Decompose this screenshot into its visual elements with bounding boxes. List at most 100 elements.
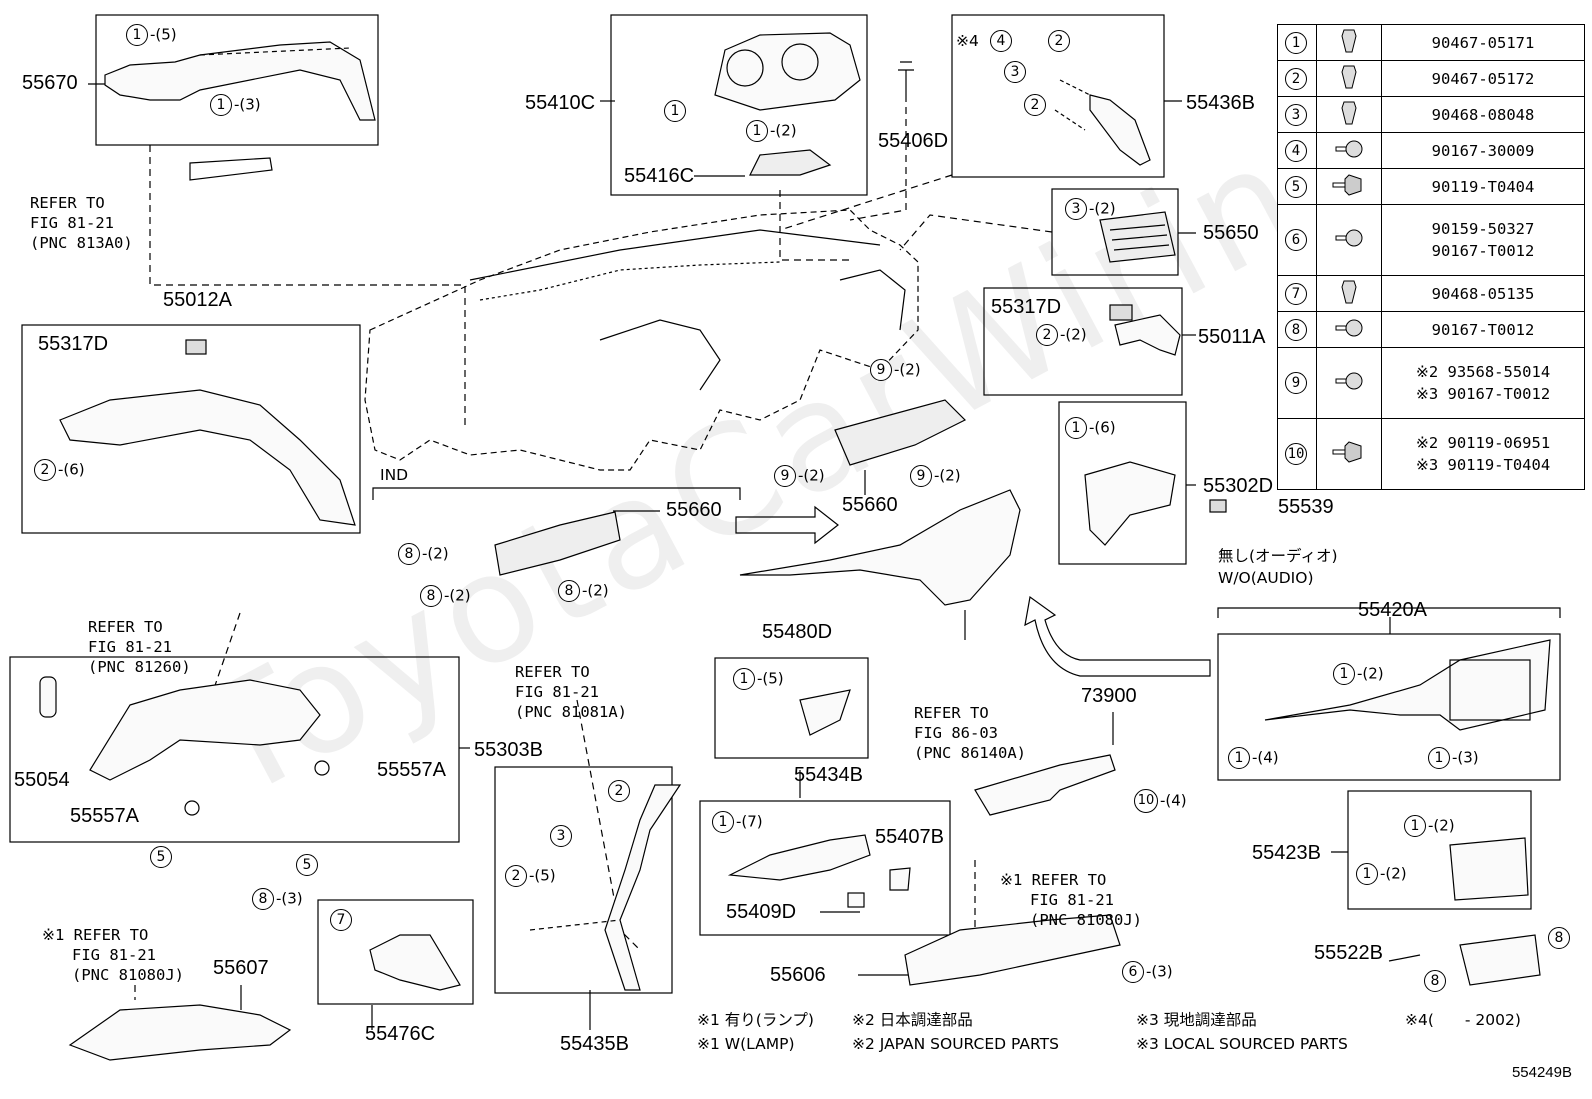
clip-icon — [1334, 98, 1364, 132]
audio-note: 無し(オーディオ)W/O(AUDIO) — [1218, 547, 1338, 587]
note-lamp-en: ※1 W(LAMP) — [697, 1035, 795, 1053]
ref-number: 8 — [1285, 318, 1307, 341]
callout-9-2-b: 9-(2) — [774, 465, 825, 487]
label-55480D: 55480D — [762, 621, 833, 643]
note-local-en: ※3 LOCAL SOURCED PARTS — [1136, 1035, 1348, 1053]
callout-2-c: 2 — [608, 780, 632, 802]
part-number: 90159-50327 — [1431, 220, 1535, 238]
label-55410C: 55410C — [525, 92, 596, 114]
parts-table-row: 8 90167-T0012 — [1277, 311, 1585, 348]
ref-number: 9 — [1285, 372, 1307, 394]
label-55409D: 55409D — [726, 901, 797, 923]
label-55557A-right: 55557A — [377, 759, 446, 781]
callout-1-6: 1-(6) — [1065, 417, 1116, 439]
parts-table-row: 6 90159-50327 90167-T0012 — [1277, 204, 1585, 276]
note-lamp-jp: ※1 有り(ランプ) — [697, 1011, 814, 1029]
callout-3-2: 3-(2) — [1065, 198, 1116, 220]
part-number: 90467-05172 — [1431, 69, 1535, 88]
ref-number: 6 — [1285, 229, 1307, 251]
callout-8-a: 8 — [1548, 927, 1572, 949]
callout-5-a: 5 — [150, 846, 174, 868]
ref-number: 1 — [1285, 31, 1307, 54]
callout-8-2-b: 8-(2) — [420, 585, 471, 607]
callout-9-2-c: 9-(2) — [910, 465, 961, 487]
label-55522B: 55522B — [1314, 942, 1383, 964]
callout-8-2-a: 8-(2) — [398, 543, 449, 565]
label-55407B: 55407B — [875, 826, 944, 848]
label-55423B: 55423B — [1252, 842, 1321, 864]
part-number: 90167-T0012 — [1431, 242, 1535, 260]
callout-2-5: 2-(5) — [505, 865, 556, 887]
ref-number: 2 — [1285, 67, 1307, 90]
clip-icon — [1334, 277, 1364, 311]
bolt-icon — [1331, 171, 1367, 203]
label-55302D: 55302D — [1203, 475, 1274, 497]
screw-icon — [1332, 136, 1366, 166]
label-55435B: 55435B — [560, 1033, 629, 1055]
part-number: ※3 90119-T0404 — [1415, 456, 1551, 474]
callout-1-2-b: 1-(2) — [1333, 663, 1384, 685]
label-55317D-left: 55317D — [38, 333, 109, 355]
label-55303B: 55303B — [474, 739, 543, 761]
label-55660-left: 55660 — [666, 499, 722, 521]
label-55476C: 55476C — [365, 1023, 436, 1045]
callout-3-b: 3 — [550, 825, 574, 847]
callout-1-4: 1-(4) — [1228, 747, 1279, 769]
parts-table: 1 90467-05171 2 90467-05172 3 90468-08048 4 901… — [1277, 24, 1585, 490]
parts-table-row: 3 90468-08048 — [1277, 96, 1585, 133]
label-55539: 55539 — [1278, 496, 1334, 518]
label-55054: 55054 — [14, 769, 70, 791]
parts-table-row: 2 90467-05172 — [1277, 60, 1585, 97]
part-number: 90468-05135 — [1431, 284, 1535, 303]
callout-3-a: 3 — [1004, 61, 1028, 83]
label-55012A: 55012A — [163, 289, 232, 311]
screw-icon — [1332, 368, 1366, 398]
label-73900: 73900 — [1081, 685, 1137, 707]
screw-icon — [1332, 225, 1366, 255]
parts-table-row: 10※2 90119-06951※3 90119-T0404 — [1277, 418, 1585, 490]
clip-icon — [1334, 26, 1364, 60]
part-number: 90167-T0012 — [1431, 320, 1535, 339]
callout-2-2: 2-(2) — [1036, 324, 1087, 346]
ref-number: 3 — [1285, 103, 1307, 126]
ref-number: 7 — [1285, 282, 1307, 305]
callout-1-3-b: 1-(3) — [1428, 747, 1479, 769]
part-number: 90468-08048 — [1431, 105, 1535, 124]
label-55317D-right: 55317D — [991, 296, 1062, 318]
note-star4: ※4 — [956, 32, 979, 50]
part-number: 90467-05171 — [1431, 33, 1535, 52]
label-55011A: 55011A — [1198, 326, 1266, 348]
callout-6-3: 6-(3) — [1122, 961, 1173, 983]
ref-number: 5 — [1285, 175, 1307, 198]
callout-8-2-c: 8-(2) — [558, 580, 609, 602]
note-japan-en: ※2 JAPAN SOURCED PARTS — [852, 1035, 1059, 1053]
note-japan-jp: ※2 日本調達部品 — [852, 1011, 973, 1029]
label-55660-right: 55660 — [842, 494, 898, 516]
parts-table-row: 7 90468-05135 — [1277, 275, 1585, 312]
bolt-icon — [1331, 438, 1367, 470]
callout-5-b: 5 — [296, 854, 320, 876]
callout-8-3: 8-(3) — [252, 888, 303, 910]
clip-icon — [1334, 62, 1364, 96]
callout-1-2-c: 1-(2) — [1404, 815, 1455, 837]
label-ind: IND — [380, 466, 409, 484]
ref-number: 4 — [1285, 139, 1307, 162]
note-2002: ※4( - 2002) — [1405, 1011, 1521, 1029]
callout-1-5-b: 1-(5) — [733, 668, 784, 690]
part-number: ※3 90167-T0012 — [1415, 385, 1551, 403]
label-55436B: 55436B — [1186, 92, 1255, 114]
callout-2-b: 2 — [1024, 94, 1048, 116]
callout-1-7: 1-(7) — [712, 811, 763, 833]
callout-1-2-d: 1-(2) — [1356, 863, 1407, 885]
ref-number: 10 — [1285, 443, 1307, 465]
part-number: 90167-30009 — [1431, 141, 1535, 160]
label-55650: 55650 — [1203, 222, 1259, 244]
callout-10-4: 10-(4) — [1134, 789, 1187, 813]
callout-8-b: 8 — [1424, 970, 1448, 992]
callout-1-5: 1-(5) — [126, 24, 177, 46]
